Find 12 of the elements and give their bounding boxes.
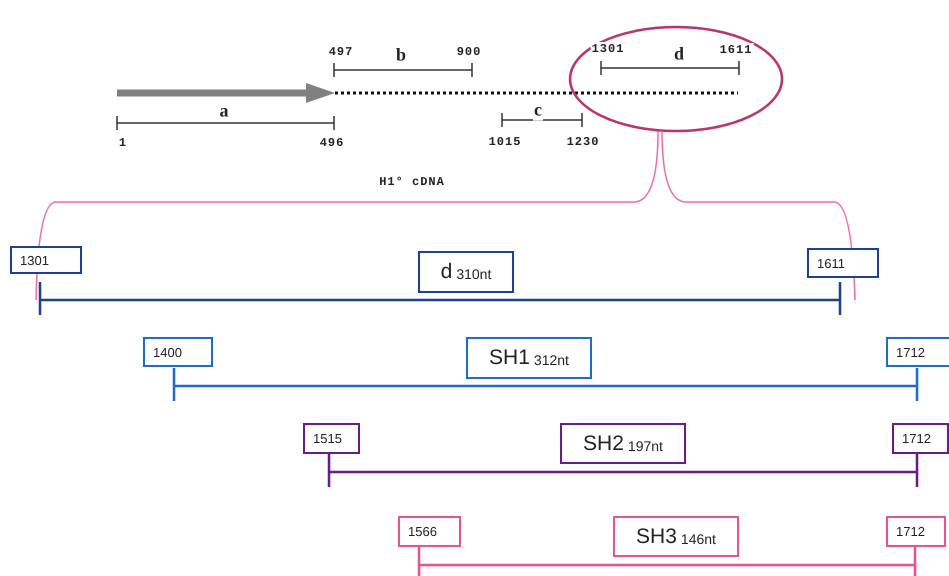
position-box: 1301: [10, 246, 82, 274]
fragment-name-box: SH2 197nt: [560, 423, 686, 464]
position-box: 1515: [303, 423, 360, 454]
position-box: 1611: [807, 248, 879, 278]
position-box: 1566: [398, 516, 461, 547]
position-box: 1712: [892, 423, 949, 454]
position-box: 1712: [886, 516, 946, 547]
fragment-name-box: SH1 312nt: [466, 337, 592, 379]
fragment-name-box: d 310nt: [418, 251, 514, 293]
fragment-name-box: SH3 146nt: [613, 516, 739, 557]
position-box: 1400: [143, 337, 213, 367]
position-box: 1712: [886, 337, 949, 367]
